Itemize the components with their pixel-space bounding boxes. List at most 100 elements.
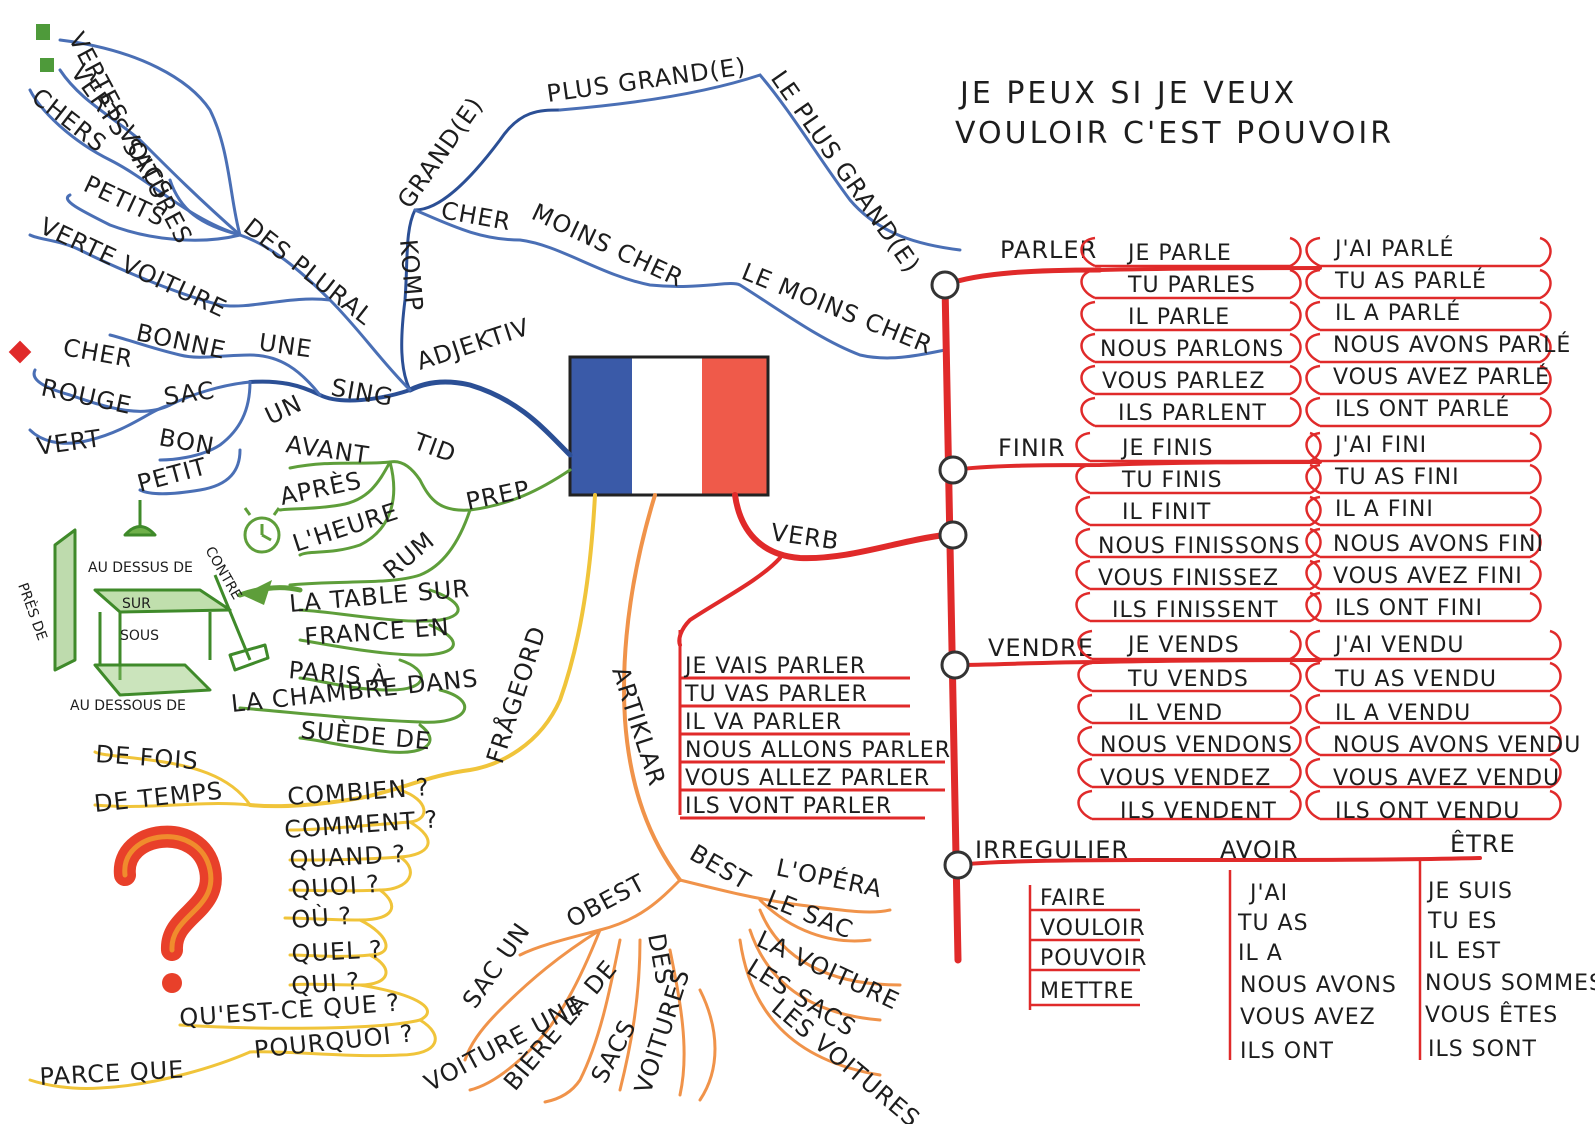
motto-line-1: JE PEUX SI JE VEUX xyxy=(958,76,1297,111)
future-form: TU VAS PARLER xyxy=(684,682,868,707)
conjugation-underline xyxy=(1305,559,1542,591)
verb-infinitive: IRREGULIER xyxy=(975,836,1129,864)
clock-icon xyxy=(243,507,281,554)
avoir-form: VOUS AVEZ xyxy=(1240,1005,1376,1030)
verte-voiture-label: VERTE VOITURE xyxy=(35,212,231,323)
table-drawing xyxy=(53,500,270,697)
conjugation-underline xyxy=(1305,661,1562,693)
etre-form: JE SUIS xyxy=(1426,879,1513,904)
conjugation-underline xyxy=(1077,661,1302,693)
verb-infinitive: ÊTRE xyxy=(1450,829,1516,858)
arrow-icon xyxy=(242,580,272,605)
obest-item: SAC UN xyxy=(457,917,536,1013)
conj-parler-past: TU AS PARLÉ xyxy=(1334,268,1487,294)
red-marker-icon xyxy=(8,340,32,364)
question-word: QUI ? xyxy=(290,967,361,1000)
conjugation-underline xyxy=(1305,236,1552,268)
conjugation-underline xyxy=(1305,396,1552,428)
sous-label: SOUS xyxy=(120,628,159,644)
de-fois-label: DE FOIS xyxy=(95,740,200,775)
french-flag xyxy=(568,355,770,497)
conjugation-underline xyxy=(1305,527,1542,559)
question-mark-icon xyxy=(113,825,222,993)
avoir-form: ILS ONT xyxy=(1240,1039,1334,1064)
question-word: COMBIEN ? xyxy=(286,773,430,811)
irregular-verb: POUVOIR xyxy=(1040,946,1147,971)
conjugation-underline xyxy=(1305,629,1562,661)
conjugation-underline xyxy=(1077,789,1302,821)
conj-finir-present: NOUS FINISSONS xyxy=(1098,534,1301,559)
une-label: UNE xyxy=(257,328,314,363)
moins-cher-label: MOINS CHER xyxy=(527,198,688,293)
conj-parler-present: ILS PARLENT xyxy=(1118,401,1267,426)
conjugation-underlines xyxy=(1028,236,1562,1060)
conj-vendre-past: IL A VENDU xyxy=(1335,701,1471,726)
verb-label: VERB xyxy=(769,518,841,555)
verb-infinitive: AVOIR xyxy=(1220,836,1299,864)
conj-vendre-past: TU AS VENDU xyxy=(1334,667,1497,692)
conj-finir-present: JE FINIS xyxy=(1120,436,1213,461)
question-word: QUAND ? xyxy=(289,840,407,874)
conj-finir-past: TU AS FINI xyxy=(1334,465,1460,490)
etre-form: IL EST xyxy=(1428,939,1501,964)
sur-table-label: SUR xyxy=(122,596,151,612)
apres-label: APRÈS xyxy=(277,465,364,511)
irregular-verb: METTRE xyxy=(1040,979,1135,1004)
conjugation-underline xyxy=(1305,463,1542,495)
prep-phrase: FRANCE EN xyxy=(303,613,450,651)
conj-finir-present: IL FINIT xyxy=(1122,500,1211,525)
question-word: OÙ ? xyxy=(290,900,353,934)
etre-form: TU ES xyxy=(1427,909,1497,934)
node-circle xyxy=(930,270,960,300)
vert-label: VERT xyxy=(35,424,103,461)
parce-que-label: PARCE QUE xyxy=(39,1055,185,1091)
conj-vendre-past: J'AI VENDU xyxy=(1333,633,1465,658)
question-word: QUEL ? xyxy=(291,935,384,968)
conjugation-underline xyxy=(1305,725,1562,757)
prep-label: PREP xyxy=(463,475,532,516)
future-form: IL VA PARLER xyxy=(685,710,842,735)
irregular-verb: VOULOIR xyxy=(1040,916,1146,941)
conjugation-underline xyxy=(1305,789,1562,821)
conj-finir-past: VOUS AVEZ FINI xyxy=(1333,564,1523,589)
node-circle xyxy=(938,455,968,485)
artiklar-label: ARTIKLAR xyxy=(606,663,671,789)
etre-form: VOUS ÊTES xyxy=(1425,1002,1558,1028)
conj-vendre-past: ILS ONT VENDU xyxy=(1335,799,1520,824)
obest-label: OBEST xyxy=(562,868,651,933)
node-circle xyxy=(943,850,973,880)
question-word: COMMENT ? xyxy=(283,805,439,844)
bon-label: BON xyxy=(157,423,217,460)
plural-label: DES PLURAL xyxy=(238,213,378,331)
irregular-verb: FAIRE xyxy=(1040,886,1106,911)
question-word: QUOI ? xyxy=(290,870,381,904)
motto-line-2: VOULOIR C'EST POUVOIR xyxy=(955,116,1394,151)
conj-parler-past: IL A PARLÉ xyxy=(1335,300,1461,326)
un-label: UN xyxy=(261,389,307,430)
sing-label: SING xyxy=(329,373,396,411)
avoir-form: IL A xyxy=(1238,941,1283,966)
avoir-form: J'AI xyxy=(1248,881,1288,906)
future-list xyxy=(678,630,945,820)
conjugation-underline xyxy=(1080,364,1302,396)
conj-vendre-present: JE VENDS xyxy=(1126,633,1240,658)
conjugation-underline xyxy=(1077,629,1302,661)
future-form: JE VAIS PARLER xyxy=(683,654,866,679)
conj-parler-present: VOUS PARLEZ xyxy=(1102,369,1265,394)
au-dessous-de-label: AU DESSOUS DE xyxy=(70,698,186,714)
bonne-label: BONNE xyxy=(134,318,229,364)
sac-label: SAC xyxy=(162,376,217,411)
node-circle xyxy=(938,520,968,550)
conj-parler-past: ILS ONT PARLÉ xyxy=(1335,396,1510,422)
etre-form: NOUS SOMMES xyxy=(1425,971,1595,996)
conjugation-underline xyxy=(1305,757,1562,789)
verb-infinitive: PARLER xyxy=(1000,236,1097,264)
conjugation-underline xyxy=(1080,268,1302,300)
cher-label: CHER xyxy=(439,196,513,236)
avant-label: AVANT xyxy=(284,430,371,469)
conjugation-underline xyxy=(1077,725,1302,757)
avoir-form: NOUS AVONS xyxy=(1240,973,1397,998)
conj-parler-present: TU PARLES xyxy=(1127,273,1256,298)
future-form: VOUS ALLEZ PARLER xyxy=(685,766,930,791)
